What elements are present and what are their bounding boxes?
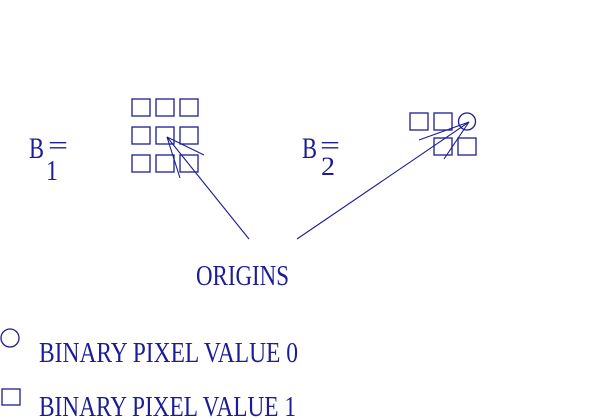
b2-grid: [409, 112, 477, 156]
b2-subscript: 2: [321, 152, 335, 181]
pixel-square-icon: [131, 98, 151, 117]
pixel-square-icon: [179, 98, 199, 117]
b2-equals: =: [320, 131, 340, 160]
b1-equals: =: [48, 131, 68, 160]
b1-letter: B: [29, 132, 44, 165]
pixel-square-icon: [457, 137, 477, 156]
pixel-square-icon: [409, 112, 429, 131]
circle-icon: [0, 328, 20, 348]
pixel-square-icon: [179, 126, 199, 145]
pixel-square-icon: [131, 154, 151, 173]
b2-label: B = 2: [302, 131, 340, 181]
pixel-square-icon: [433, 137, 453, 156]
pixel-circle-icon: [457, 112, 477, 131]
pixel-square-icon: [155, 154, 175, 173]
b2-origin-arrow: [296, 121, 470, 240]
b1-grid: [131, 98, 199, 173]
b2-letter: B: [302, 132, 317, 165]
b1-label: B = 1: [29, 131, 68, 187]
legend: BINARY PIXEL VALUE 0 BINARY PIXEL VALUE …: [0, 328, 298, 419]
pixel-square-icon: [155, 126, 175, 145]
origins-label: ORIGINS: [196, 261, 289, 292]
b1-origin-arrow: [166, 136, 250, 240]
pixel-square-icon: [179, 154, 199, 173]
square-icon: [1, 388, 21, 406]
pixel-square-icon: [155, 98, 175, 117]
legend-label-value-0: BINARY PIXEL VALUE 0: [39, 338, 298, 369]
pixel-square-icon: [433, 112, 453, 131]
pixel-square-icon: [131, 126, 151, 145]
legend-label-value-1: BINARY PIXEL VALUE 1: [39, 392, 296, 419]
b1-subscript: 1: [46, 156, 58, 187]
